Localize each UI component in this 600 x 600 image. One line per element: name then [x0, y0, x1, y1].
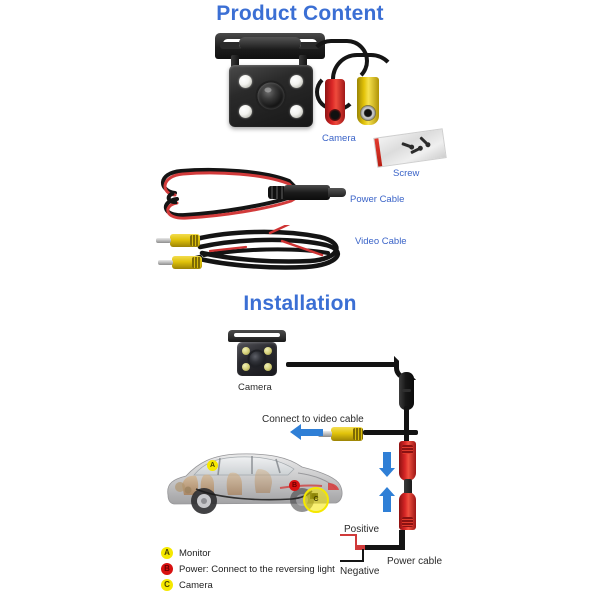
- legend-badge-c-icon: C: [161, 579, 173, 591]
- install-negative-wire-drop: [362, 549, 364, 562]
- page-title-product-content: Product Content: [216, 2, 384, 25]
- camera-yellow-rca-jack-icon: [357, 77, 379, 125]
- video-cable-image: [150, 219, 350, 285]
- install-power-wire-horizontal-black: [362, 545, 405, 550]
- product-label-video-cable: Video Cable: [355, 236, 407, 247]
- video-cable-rca-plug-lower-icon: [158, 256, 202, 269]
- legend-item-power: B Power: Connect to the reversing light: [161, 562, 335, 576]
- power-cable-coil-icon: [161, 167, 298, 220]
- product-label-screw: Screw: [393, 168, 420, 179]
- install-camera-led-top-left-icon: [242, 347, 250, 355]
- camera-red-power-jack-icon: [325, 79, 345, 125]
- install-camera-led-bottom-left-icon: [242, 363, 250, 371]
- install-red-power-jack-female-icon: [399, 441, 416, 481]
- install-wire-module-to-junction: [404, 406, 409, 432]
- product-camera-image: [205, 33, 405, 138]
- arrow-down-icon: [379, 452, 395, 477]
- camera-body-icon: [229, 65, 313, 127]
- install-wire-junction-horizontal: [363, 430, 418, 435]
- install-positive-wire-riser: [355, 534, 357, 546]
- install-red-power-plug-male-icon: [399, 479, 416, 530]
- camera-led-top-left-icon: [239, 75, 252, 88]
- installation-label-camera: Camera: [238, 382, 272, 393]
- legend-badge-a-icon: A: [161, 547, 173, 559]
- install-camera-bracket-icon: [228, 330, 286, 342]
- legend-item-monitor: A Monitor: [161, 546, 335, 560]
- install-camera-led-top-right-icon: [264, 347, 272, 355]
- legend-label-monitor: Monitor: [179, 547, 211, 559]
- video-cable-rca-plug-upper-icon: [156, 234, 200, 247]
- page-title-installation: Installation: [243, 292, 357, 315]
- install-camera-led-bottom-right-icon: [264, 363, 272, 371]
- power-cable-image: [155, 165, 350, 220]
- installation-camera-image: [226, 330, 288, 382]
- camera-mount-bracket-icon: [215, 33, 325, 59]
- camera-bracket-arm-left-icon: [231, 55, 239, 71]
- install-positive-wire-lead: [340, 534, 357, 536]
- car-badge-camera: C: [303, 487, 329, 513]
- legend-label-power: Power: Connect to the reversing light: [179, 563, 335, 575]
- power-cable-strain-relief-icon: [268, 186, 286, 199]
- install-wire-junction-to-red-jack: [404, 430, 409, 446]
- installation-label-negative: Negative: [340, 566, 380, 577]
- arrow-up-icon: [379, 487, 395, 512]
- arrow-left-icon: [290, 424, 323, 440]
- camera-led-top-right-icon: [290, 75, 303, 88]
- legend-badge-b-icon: B: [161, 563, 173, 575]
- product-label-power-cable: Power Cable: [350, 194, 405, 205]
- install-camera-body-icon: [237, 342, 277, 376]
- product-label-camera: Camera: [322, 133, 356, 144]
- installation-label-positive: Positive: [344, 524, 380, 535]
- install-power-wire-vertical: [399, 530, 405, 550]
- legend-item-camera: C Camera: [161, 578, 335, 592]
- install-power-wire-red-segment: [355, 545, 365, 550]
- camera-bracket-arm-right-icon: [299, 55, 307, 71]
- screw-piece-3-icon: [419, 136, 428, 145]
- legend-label-camera: Camera: [179, 579, 213, 591]
- power-cable-dc-plug-icon: [284, 185, 330, 200]
- camera-lens-icon: [257, 82, 285, 110]
- car-badge-monitor: A: [207, 460, 218, 471]
- install-inline-module-icon: [399, 372, 414, 410]
- install-negative-wire-lead: [340, 560, 364, 562]
- install-camera-lens-icon: [249, 351, 265, 367]
- car-badge-power: B: [289, 480, 300, 491]
- installation-note-connect-video: Connect to video cable: [262, 414, 364, 425]
- camera-led-bottom-right-icon: [290, 105, 303, 118]
- screw-piece-1-icon: [401, 142, 411, 148]
- legend: A Monitor B Power: Connect to the revers…: [161, 546, 335, 594]
- installation-label-power-cable: Power cable: [387, 556, 443, 567]
- car-cutaway-illustration: A B C: [160, 443, 350, 518]
- install-yellow-rca-connector-icon: [318, 427, 363, 441]
- power-cable-dc-plug-tip-icon: [328, 188, 346, 197]
- install-wire-camera-to-module: [286, 362, 399, 367]
- camera-led-bottom-left-icon: [239, 105, 252, 118]
